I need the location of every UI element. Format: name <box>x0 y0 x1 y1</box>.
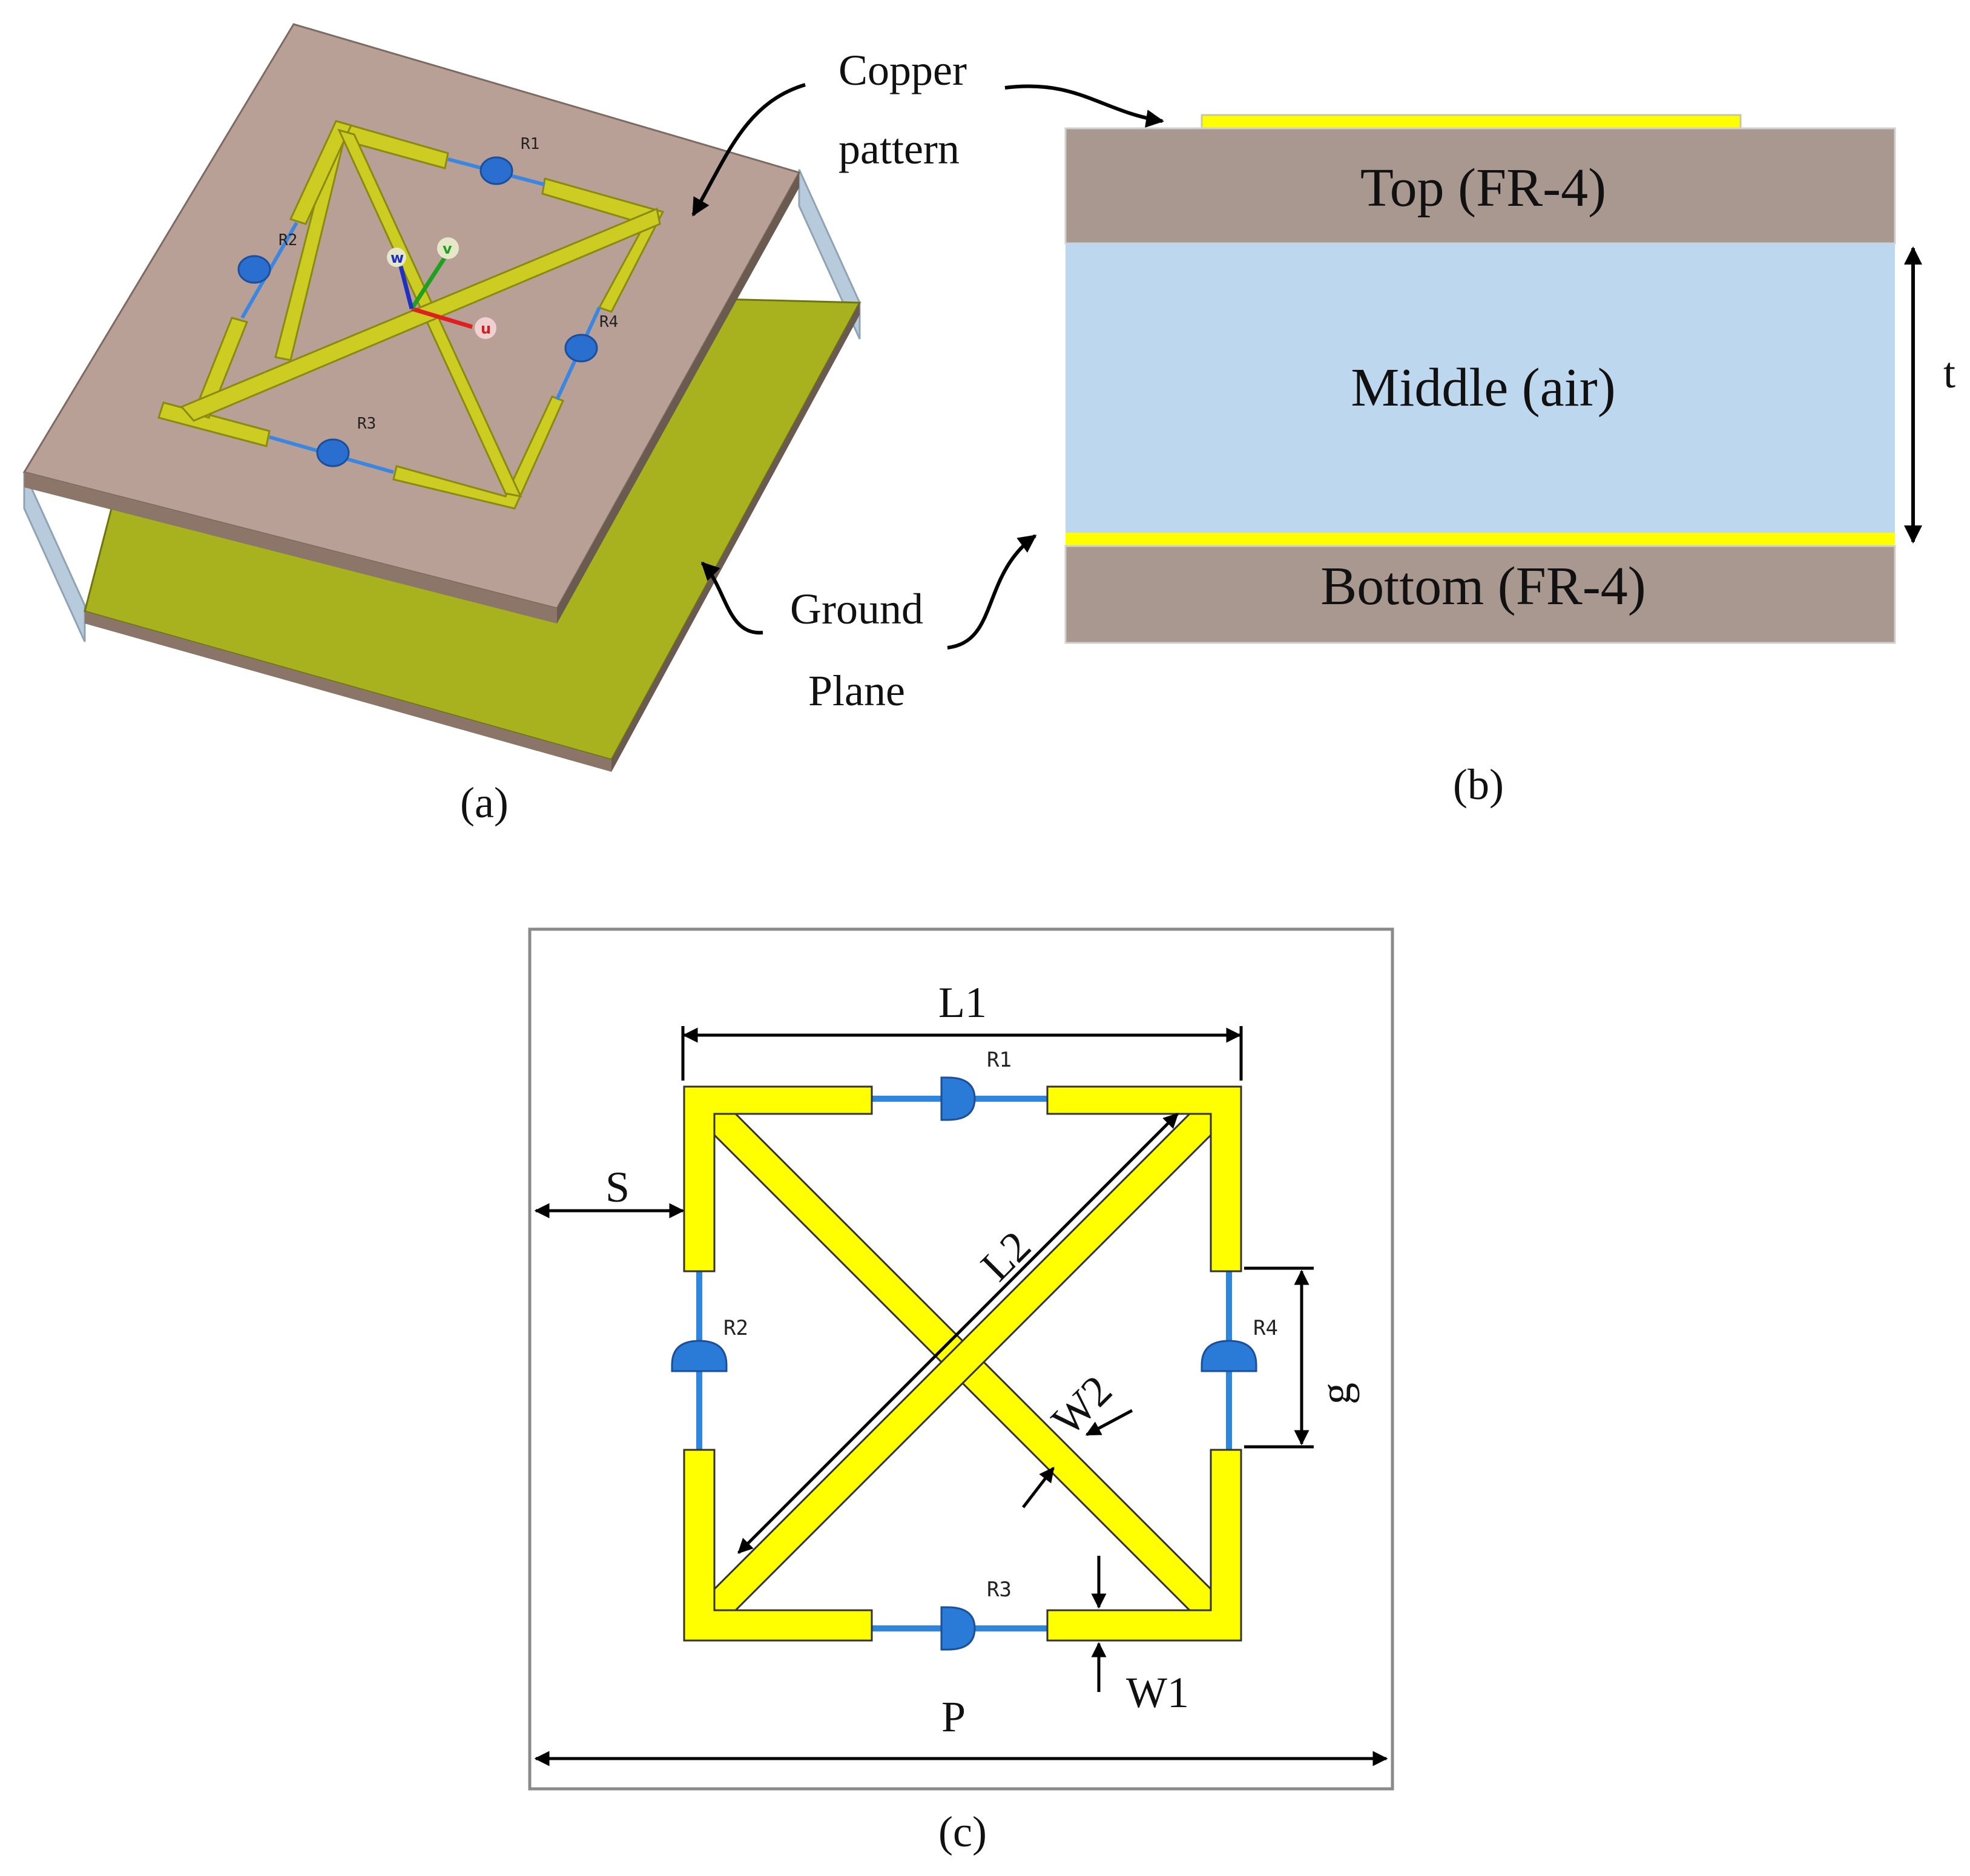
callout-ground-arrow-a <box>700 561 763 635</box>
resistor-r4-3d <box>564 334 598 363</box>
ground-plane-edge-right <box>611 303 860 772</box>
dimension-w1-label: W1 <box>1126 1668 1189 1717</box>
resistor-label-r4-3d: R4 <box>599 313 618 331</box>
ground-plane-edge <box>85 611 611 772</box>
resistor-bodies <box>671 1076 1257 1651</box>
resistor-r1-3d <box>479 156 513 185</box>
coordinate-axes-icon: u v w <box>387 237 496 339</box>
dimension-w2-arrow-b <box>1022 1467 1055 1509</box>
resistor-r3 <box>940 1606 976 1651</box>
top-substrate-edge-front <box>24 472 557 624</box>
layer-top-label: Top (FR-4) <box>1360 158 1606 218</box>
resistor-bodies-3d <box>237 156 598 467</box>
layer-bottom-label: Bottom (FR-4) <box>1320 556 1646 616</box>
caption-b: (b) <box>1453 760 1504 809</box>
resistor-label-r2-3d: R2 <box>278 231 297 249</box>
dimension-l2 <box>737 1113 1179 1554</box>
callout-copper-line2: pattern <box>838 125 960 173</box>
dimension-l1-label: L1 <box>938 978 987 1027</box>
top-substrate-edge-right <box>557 173 799 624</box>
resistor-label-r1: R1 <box>987 1048 1012 1072</box>
resistor-label-r1-3d: R1 <box>521 135 539 153</box>
callout-ground-line1: Ground <box>790 585 923 633</box>
panel-a: R1 R2 R3 R4 u v w Copper pattern Ground … <box>22 23 1164 827</box>
callout-copper-line1: Copper <box>838 46 967 94</box>
resistor-r2-3d <box>237 255 271 284</box>
resistor-label-r3: R3 <box>987 1578 1012 1602</box>
layer-middle-air <box>1066 243 1895 533</box>
callout-copper-arrow-a <box>691 83 806 217</box>
callout-copper-arrow-b <box>1004 84 1164 128</box>
ground-copper-strip <box>1066 533 1895 546</box>
dimension-l1 <box>681 1026 1243 1081</box>
callout-ground-arrow-b <box>947 534 1037 650</box>
axis-label-v: v <box>443 240 452 257</box>
top-copper-strip <box>1201 114 1742 130</box>
layer-top-fr4 <box>1064 127 1896 245</box>
resistor-label-r2: R2 <box>723 1316 748 1340</box>
dimension-w2-arrow-a <box>1085 1409 1133 1437</box>
callout-ground-line2: Plane <box>808 666 905 715</box>
dimension-s-label: S <box>605 1163 630 1211</box>
thickness-label: t <box>1943 349 1955 397</box>
resistor-r1 <box>940 1076 976 1121</box>
layer-middle-label: Middle (air) <box>1351 358 1615 418</box>
resistor-label-r3-3d: R3 <box>357 415 376 433</box>
caption-a: (a) <box>460 778 509 827</box>
resistor-r4 <box>1201 1340 1257 1372</box>
air-side-wall-right <box>798 169 861 340</box>
dimension-p-label: P <box>941 1693 966 1741</box>
layer-bottom-fr4 <box>1064 545 1896 644</box>
air-side-wall-left <box>23 472 86 642</box>
resistor-r2 <box>671 1340 728 1372</box>
resistor-r3-3d <box>316 438 350 467</box>
corner-bottom-left <box>683 1449 873 1642</box>
axis-label-u: u <box>481 320 491 337</box>
panel-c: R1 R2 R3 R4 L1 L2 S g W2 W1 <box>528 927 1394 1856</box>
panel-b: Top (FR-4) Middle (air) Bottom (FR-4) t … <box>1064 114 1955 809</box>
dimension-g-label: g <box>1311 1383 1360 1404</box>
resistor-label-r4: R4 <box>1253 1316 1278 1340</box>
axis-label-w: w <box>390 249 404 266</box>
caption-c: (c) <box>938 1808 987 1856</box>
dimension-g <box>1244 1266 1314 1449</box>
